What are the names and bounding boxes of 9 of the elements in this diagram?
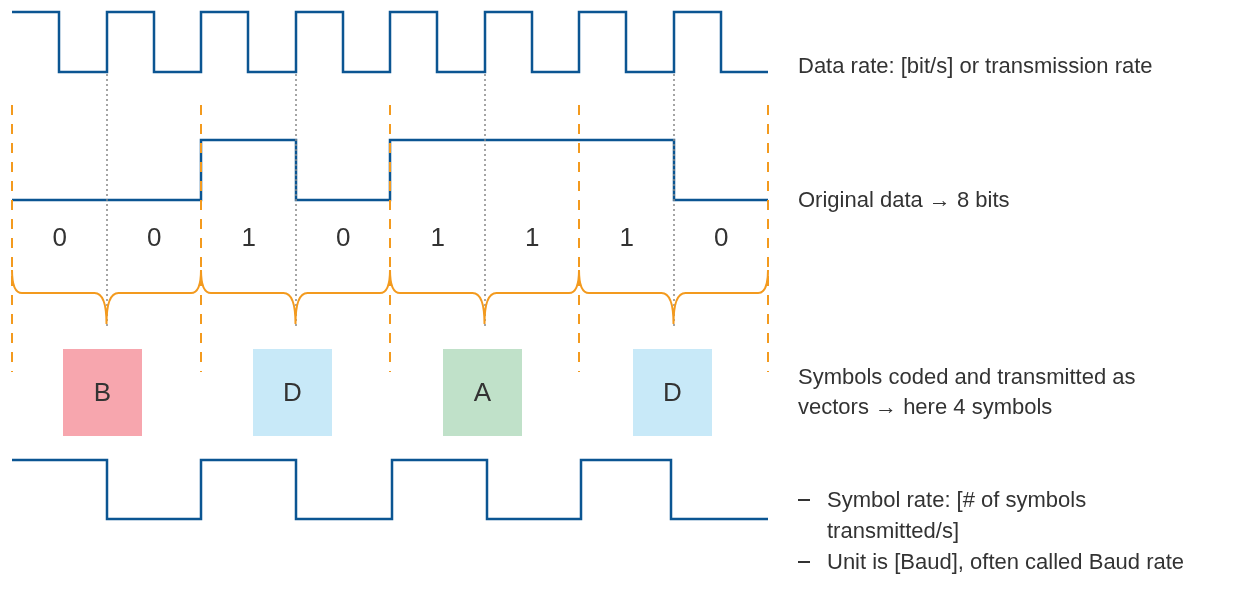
description-text: Symbols coded and transmitted as vectors → here 4 symbols: [798, 363, 1137, 421]
bullet-text: Unit is [Baud], often called Baud rate: [827, 548, 1186, 576]
description-text: Original data → 8 bits: [798, 186, 1011, 214]
symbol-box: D: [253, 349, 332, 436]
symbol-box: A: [443, 349, 522, 436]
bullet-text: Symbol rate: [# of symbols transmitted/s]: [827, 486, 1088, 545]
symbol-box: B: [63, 349, 142, 436]
symbol-box: D: [633, 349, 712, 436]
description-text: Data rate: [bit/s] or transmission rate: [798, 52, 1154, 80]
